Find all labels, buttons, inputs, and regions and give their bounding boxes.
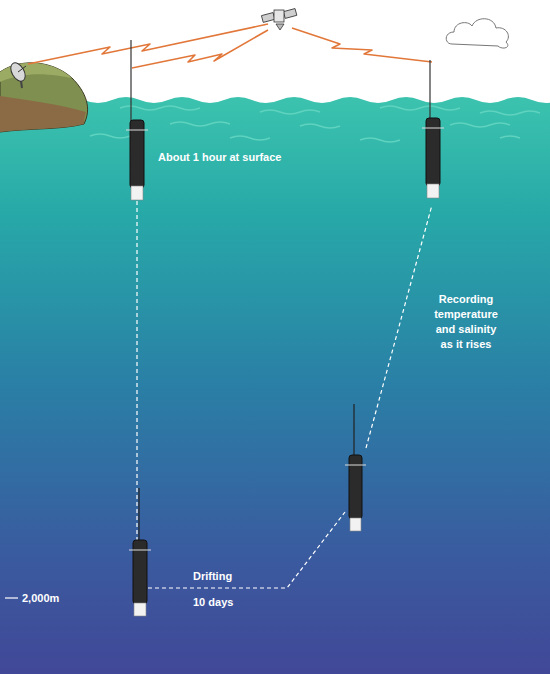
satellite [261,9,296,30]
cloud [446,19,508,48]
radio-signals [28,24,432,68]
argo-float-surface-right [422,60,444,198]
drift-duration-label: 10 days [193,595,273,610]
argo-float-drifting [129,488,151,616]
float-path [137,201,432,588]
recording-note: Recording temperature and salinity as it… [430,292,502,352]
surface-waves [10,106,540,142]
depth-tick [5,597,18,598]
ocean [0,97,550,674]
argo-float-surface-left [126,40,148,200]
argo-float-rising [345,404,366,531]
depth-label: 2,000m [22,591,102,606]
satellite-dish [8,60,28,88]
drifting-label: Drifting [193,569,273,584]
surface-time-note: About 1 hour at surface [158,150,308,165]
